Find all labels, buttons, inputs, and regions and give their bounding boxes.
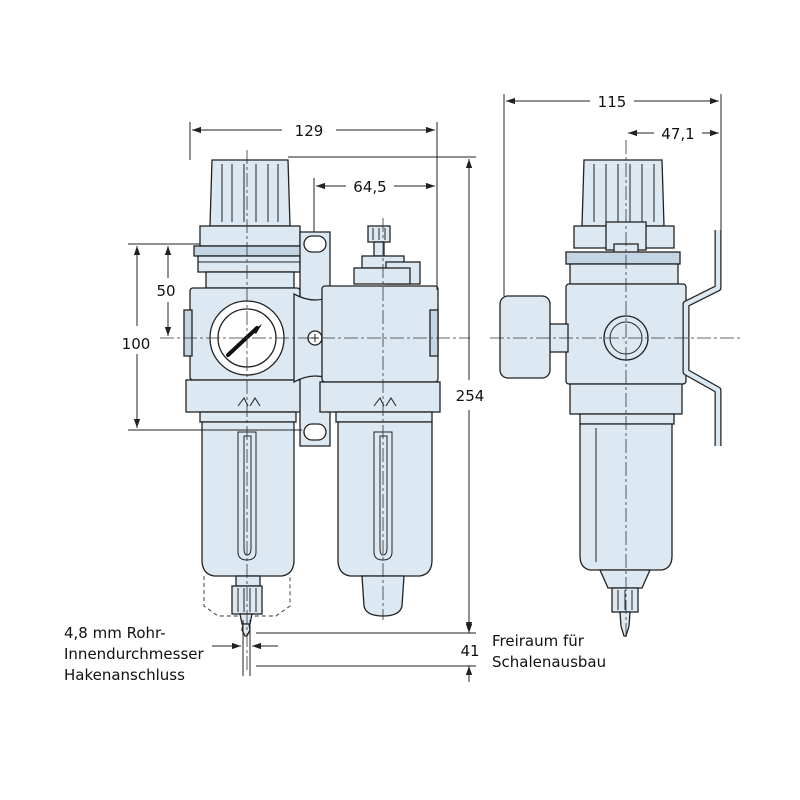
gauge-needle-icon (226, 326, 259, 357)
dim-129-label: 129 (295, 122, 324, 140)
dim-50-label: 50 (156, 282, 175, 300)
dim-115-label: 115 (598, 93, 627, 111)
lubricator-body (321, 285, 439, 383)
filter-regulator-front (183, 159, 305, 637)
dim-64-5-label: 64,5 (353, 178, 386, 196)
tube-note-line2: Innendurchmesser (64, 645, 204, 663)
dim-47-1-label: 47,1 (661, 125, 694, 143)
clearance-note-line1: Freiraum für (492, 632, 585, 650)
lubricator-bowl (337, 421, 433, 577)
filter-regulator-side (499, 159, 722, 637)
regulator-bonnet (199, 225, 301, 247)
lubricator-front (319, 225, 441, 617)
dim-254-label: 254 (456, 387, 485, 405)
filter-bowl (201, 421, 295, 577)
dim-41-label: 41 (460, 642, 479, 660)
center-lines (160, 140, 740, 670)
dimension-lines (128, 94, 722, 682)
side-gauge (499, 295, 551, 379)
clearance-note-line2: Schalenausbau (492, 653, 606, 671)
dim-100-label: 100 (122, 335, 151, 353)
annotation-notes: 4,8 mm Rohr- Innendurchmesser Hakenansch… (64, 624, 606, 684)
tube-note-line1: 4,8 mm Rohr- (64, 624, 166, 642)
dimension-labels: 129 64,5 50 100 254 41 115 47,1 (122, 93, 695, 660)
tube-note-line3: Hakenanschluss (64, 666, 185, 684)
